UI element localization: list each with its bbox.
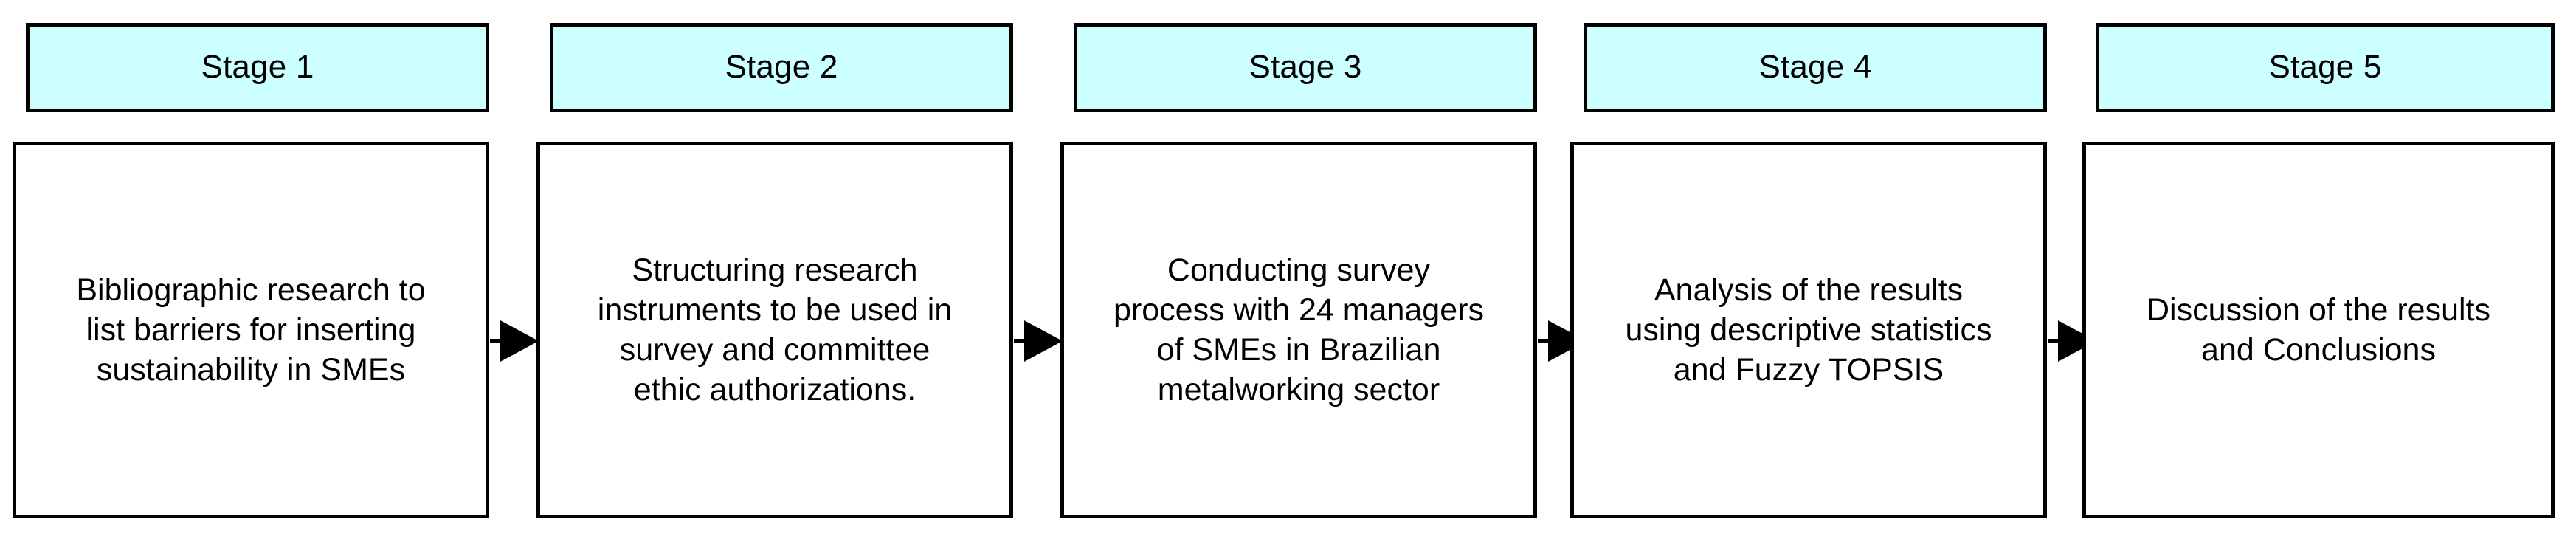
- right-arrow-icon-1: [490, 314, 540, 368]
- stage-body-text-1: Bibliographic research to list barriers …: [76, 272, 426, 388]
- stage-header-3[interactable]: Stage 3: [1074, 23, 1537, 112]
- stage-header-2[interactable]: Stage 2: [550, 23, 1013, 112]
- stage-column-5: Stage 5 Discussion of the results and Co…: [2082, 0, 2555, 547]
- stage-body-text-3: Conducting survey process with 24 manage…: [1113, 252, 1484, 408]
- stage-header-label-5: Stage 5: [2268, 49, 2382, 86]
- stage-header-1[interactable]: Stage 1: [26, 23, 489, 112]
- stage-column-1: Stage 1 Bibliographic research to list b…: [13, 0, 489, 547]
- stage-header-label-1: Stage 1: [201, 49, 314, 86]
- right-arrow-icon-4: [2048, 314, 2098, 368]
- stage-body-text-5: Discussion of the results and Conclusion…: [2146, 292, 2491, 368]
- stage-header-4[interactable]: Stage 4: [1584, 23, 2047, 112]
- stage-body-5[interactable]: Discussion of the results and Conclusion…: [2082, 142, 2555, 518]
- stage-body-4[interactable]: Analysis of the results using descriptiv…: [1570, 142, 2047, 518]
- stage-header-label-3: Stage 3: [1249, 49, 1362, 86]
- stage-column-4: Stage 4 Analysis of the results using de…: [1570, 0, 2047, 547]
- stage-header-label-4: Stage 4: [1758, 49, 1872, 86]
- stage-header-label-2: Stage 2: [725, 49, 838, 86]
- stage-column-3: Stage 3 Conducting survey process with 2…: [1060, 0, 1537, 547]
- stage-column-2: Stage 2 Structuring research instruments…: [536, 0, 1013, 547]
- stage-body-3[interactable]: Conducting survey process with 24 manage…: [1060, 142, 1537, 518]
- stage-body-2[interactable]: Structuring research instruments to be u…: [536, 142, 1013, 518]
- stage-header-5[interactable]: Stage 5: [2096, 23, 2555, 112]
- stage-body-text-2: Structuring research instruments to be u…: [597, 252, 953, 408]
- right-arrow-icon-3: [1538, 314, 1588, 368]
- stage-body-text-4: Analysis of the results using descriptiv…: [1625, 272, 1992, 388]
- right-arrow-icon-2: [1014, 314, 1064, 368]
- stage-body-1[interactable]: Bibliographic research to list barriers …: [13, 142, 489, 518]
